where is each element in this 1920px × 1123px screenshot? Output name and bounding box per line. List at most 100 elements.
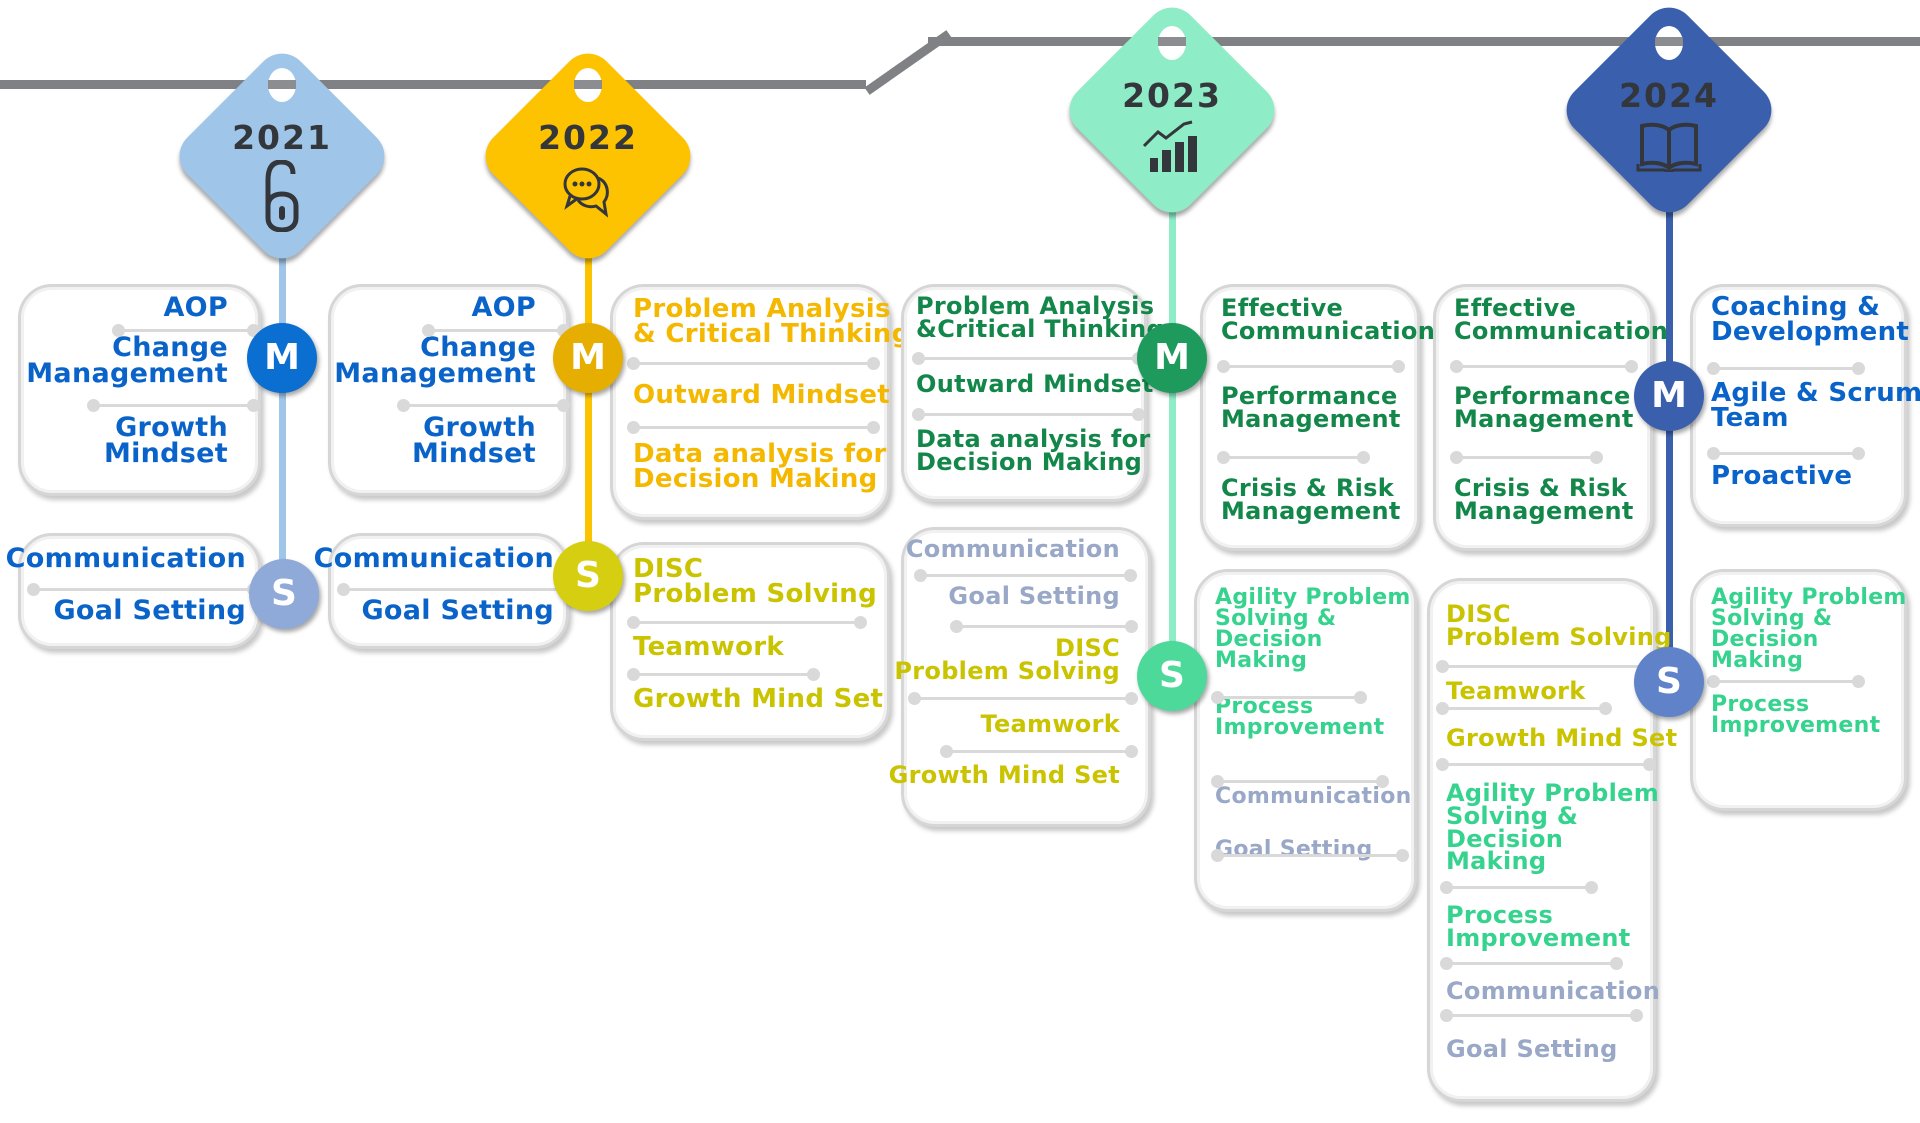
skill-item: Communication: [313, 543, 554, 574]
separator-line: [950, 620, 1138, 633]
skill-item: Communication: [1446, 979, 1660, 1003]
skill-item: Coaching &Development: [1711, 294, 1909, 344]
skill-line: Decision: [1215, 626, 1323, 652]
separator-line: [1440, 1009, 1643, 1022]
skill-line: Problem Solving: [633, 578, 878, 609]
s-badge-2022[interactable]: S: [553, 541, 623, 611]
skill-line: Change: [420, 332, 536, 363]
separator-line: [1436, 660, 1656, 673]
separator-line: [27, 583, 260, 596]
skill-item: Goal Setting: [1215, 839, 1373, 861]
skill-line: Mindset: [103, 437, 228, 469]
separator-line: [1440, 957, 1623, 970]
skill-line: Solving &: [1446, 801, 1579, 830]
separator-line: [1217, 360, 1405, 373]
separator-line: [1211, 691, 1367, 704]
skill-line: Growth: [423, 412, 536, 443]
rail-through-hole: [574, 80, 602, 89]
separator-line: [1440, 881, 1598, 894]
skill-line: Growth Mind Set: [888, 761, 1120, 789]
growth-chart-icon: [1142, 120, 1197, 172]
rail-through-hole: [1655, 37, 1683, 46]
skill-line: Problem Solving: [894, 656, 1120, 685]
separator-line: [1707, 362, 1865, 375]
stem-2023: [1169, 200, 1176, 680]
skill-item: Communication: [906, 537, 1120, 561]
skill-line: Growth Mind Set: [1446, 724, 1678, 752]
m-badge-2024[interactable]: M: [1634, 361, 1704, 431]
skill-line: Teamwork: [980, 710, 1120, 738]
s-badge-2021[interactable]: S: [249, 559, 319, 629]
separator-line: [1217, 451, 1370, 464]
skill-line: Teamwork: [1446, 677, 1586, 705]
separator-line: [1450, 360, 1638, 373]
skill-line: Effective: [1221, 294, 1344, 322]
m-badge-2021[interactable]: M: [247, 323, 317, 393]
separator-line: [912, 408, 1145, 421]
skill-line: Management: [1221, 496, 1401, 525]
skill-line: Team: [1711, 402, 1789, 433]
open-book-icon: [1636, 122, 1702, 172]
s-badge-2023[interactable]: S: [1137, 641, 1207, 711]
skill-line: Management: [334, 357, 536, 389]
skill-line: Management: [1454, 496, 1634, 525]
skill-line: Communication: [313, 543, 554, 574]
skill-line: Performance: [1454, 382, 1631, 410]
m-badge-2022[interactable]: M: [553, 323, 623, 393]
skill-line: Goal Setting: [53, 595, 246, 626]
skill-line: Management: [1221, 404, 1401, 433]
m-badge-2023[interactable]: M: [1137, 323, 1207, 393]
skill-line: DISC: [633, 554, 704, 584]
chat-bubbles-icon: [563, 167, 609, 218]
separator-line: [1211, 775, 1389, 788]
separator-line: [1436, 702, 1612, 715]
skill-item: Goal Setting: [1446, 1037, 1618, 1061]
year-label: 2021: [232, 118, 332, 157]
skill-line: Agility Problem: [1215, 585, 1411, 610]
skill-line: Growth: [115, 412, 228, 443]
skill-line: Decision Making: [916, 447, 1143, 476]
skill-line: Process: [1215, 694, 1314, 719]
skill-item: Goal Setting: [948, 584, 1120, 608]
skill-line: Data analysis for: [916, 425, 1151, 453]
skill-line: DISC: [1446, 600, 1511, 628]
skill-item: Problem Analysis&Critical Thinking: [916, 294, 1164, 343]
skill-line: DISC: [1055, 634, 1120, 662]
skill-item: Outward Mindset: [916, 372, 1154, 396]
skill-line: Change: [112, 332, 228, 363]
skill-line: Management: [26, 357, 228, 389]
skill-line: AOP: [471, 292, 536, 323]
skill-item: Outward Mindset: [633, 380, 891, 410]
skill-line: Solving &: [1215, 605, 1337, 631]
skill-line: Problem Solving: [1446, 622, 1672, 651]
skill-line: Effective: [1454, 294, 1577, 322]
skill-line: Process: [1446, 901, 1554, 929]
separator-line: [422, 324, 570, 337]
separator-line: [940, 745, 1138, 758]
skill-item: Communication: [1215, 786, 1412, 808]
separator-line: [914, 569, 1137, 582]
skill-line: &Critical Thinking: [916, 314, 1164, 343]
skill-line: Outward Mindset: [633, 380, 891, 410]
skill-item: Growth Mind Set: [888, 761, 1120, 789]
skill-item: Communication: [6, 545, 246, 572]
s-badge-2024[interactable]: S: [1634, 647, 1704, 717]
